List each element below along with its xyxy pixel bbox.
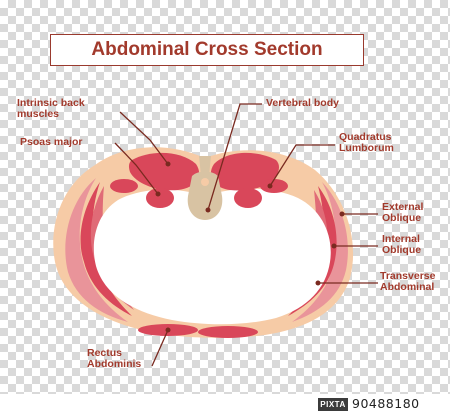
label-quadratus-line1: Quadratus	[339, 131, 392, 143]
dot-transverse	[315, 280, 321, 286]
vertebral-body	[187, 171, 223, 220]
right-external-oblique	[292, 182, 348, 322]
stock-logo: PIXTA	[318, 398, 348, 411]
label-internal-oblique: Internal Oblique	[382, 234, 421, 256]
stock-image-id: 90488180	[352, 396, 420, 411]
leader-rectus	[151, 329, 169, 367]
dot-external-oblique	[339, 211, 345, 217]
leader-psoas	[114, 142, 159, 195]
leader-endpoints	[155, 161, 345, 333]
quadratus-lumborum-right	[260, 179, 288, 193]
diagram-title: Abdominal Cross Section	[91, 39, 323, 60]
dot-intrinsic-back	[165, 161, 171, 167]
label-vertebral-text: Vertebral body	[266, 97, 339, 109]
label-internal-line1: Internal	[382, 233, 420, 245]
leader-lines	[114, 103, 378, 367]
label-transverse-line1: Transverse	[380, 270, 436, 282]
dot-rectus	[165, 327, 171, 333]
left-external-oblique	[65, 178, 128, 322]
label-external-line1: External	[382, 201, 424, 213]
label-rectus-line1: Rectus	[87, 347, 123, 359]
leader-intrinsic-back	[119, 111, 169, 165]
quadratus-lumborum-left	[110, 179, 138, 193]
label-psoas-text: Psoas major	[20, 136, 83, 148]
label-rectus-line2: Abdominis	[87, 358, 142, 370]
left-transverse	[90, 186, 134, 310]
left-internal-oblique	[80, 182, 132, 316]
dot-quadratus	[267, 183, 273, 189]
leader-vertebral	[207, 103, 262, 211]
spinous-process	[199, 156, 211, 176]
label-external-oblique: External Oblique	[382, 202, 423, 224]
dot-internal-oblique	[331, 243, 337, 249]
label-intrinsic-line2: muscles	[17, 108, 60, 120]
label-psoas-major: Psoas major	[20, 137, 82, 148]
label-internal-line2: Oblique	[382, 244, 422, 256]
label-vertebral-body: Vertebral body	[266, 98, 339, 109]
label-transverse-line2: Abdominal	[380, 281, 435, 293]
psoas-major-left	[146, 188, 174, 208]
dot-psoas	[155, 191, 161, 197]
intrinsic-back-muscle-left	[128, 152, 200, 191]
title-box: Abdominal Cross Section	[50, 34, 364, 66]
psoas-major-right	[234, 188, 262, 208]
abdominal-cavity	[93, 188, 331, 325]
leader-quadratus	[269, 144, 335, 187]
intrinsic-back-muscle-right	[210, 152, 279, 191]
label-rectus-abdominis: Rectus Abdominis	[87, 348, 141, 370]
label-intrinsic-line1: Intrinsic back	[17, 97, 85, 109]
label-quadratus-line2: Lumborum	[339, 142, 394, 154]
label-intrinsic-back-muscles: Intrinsic back muscles	[17, 98, 85, 120]
label-transverse-abdominal: Transverse Abdominal	[380, 271, 435, 293]
label-external-line2: Oblique	[382, 212, 422, 224]
rectus-abdominis-right	[198, 326, 258, 338]
label-quadratus-lumborum: Quadratus Lumborum	[339, 132, 394, 154]
dot-vertebral	[205, 207, 211, 213]
spinal-canal	[201, 178, 209, 186]
